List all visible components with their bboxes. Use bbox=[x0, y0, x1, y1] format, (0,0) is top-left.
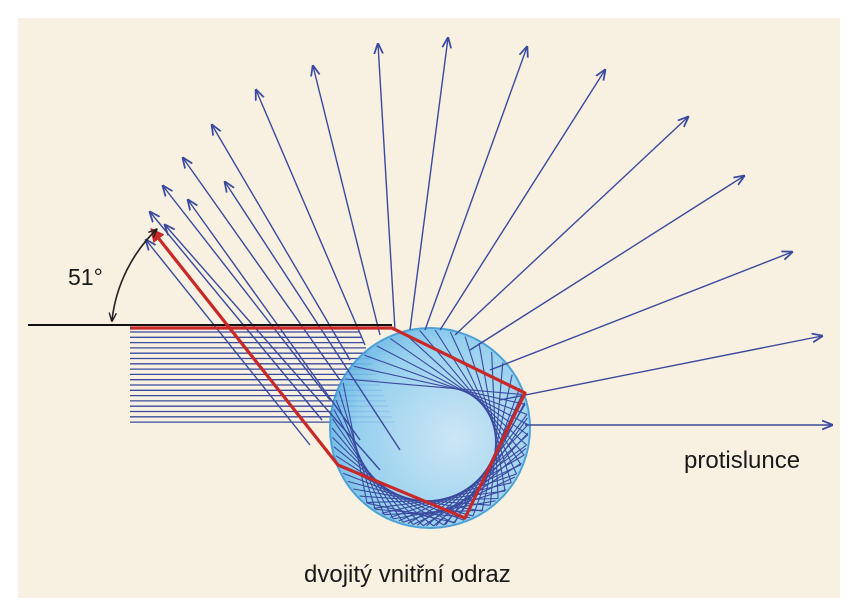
outgoing-ray bbox=[225, 182, 401, 451]
highlighted-ray-path bbox=[130, 227, 527, 520]
outgoing-ray bbox=[212, 125, 351, 361]
internal-chord bbox=[464, 336, 512, 483]
internal-chord bbox=[404, 332, 527, 446]
angle-label: 51° bbox=[68, 264, 103, 290]
internal-chord bbox=[449, 331, 518, 475]
outgoing-ray bbox=[409, 38, 448, 331]
internal-chord bbox=[333, 409, 394, 520]
internal-chord bbox=[443, 432, 529, 526]
internal-chord bbox=[353, 365, 526, 405]
angle-arc bbox=[112, 230, 156, 320]
outgoing-rays bbox=[146, 38, 832, 471]
internal-chord bbox=[331, 427, 414, 525]
internal-chord bbox=[375, 508, 470, 519]
outgoing-ray bbox=[150, 212, 323, 421]
internal-chord bbox=[376, 345, 529, 426]
internal-chord bbox=[398, 464, 522, 522]
outgoing-ray bbox=[499, 336, 822, 401]
outgoing-ray bbox=[489, 252, 792, 371]
outgoing-ray bbox=[313, 66, 381, 336]
outgoing-ray bbox=[469, 176, 744, 351]
outgoing-ray bbox=[183, 158, 341, 381]
outgoing-ray bbox=[378, 44, 396, 331]
incoming-sun-rays bbox=[130, 331, 394, 423]
outgoing-ray bbox=[146, 240, 311, 446]
diagram-caption: dvojitý vnitřní odraz bbox=[304, 561, 511, 588]
outgoing-ray bbox=[439, 70, 605, 331]
internal-chord bbox=[434, 329, 522, 466]
internal-chord bbox=[338, 391, 376, 510]
internal-chord bbox=[481, 374, 513, 512]
internal-chord bbox=[364, 354, 528, 415]
internal-chord bbox=[345, 378, 523, 396]
internal-chord bbox=[366, 502, 456, 524]
outgoing-ray bbox=[188, 200, 361, 441]
internal-chord bbox=[335, 399, 385, 515]
antisolar-direction-label: protislunce bbox=[684, 447, 800, 474]
internal-chord bbox=[331, 418, 404, 523]
internal-chord bbox=[478, 343, 506, 492]
internal-chord bbox=[389, 338, 529, 436]
outgoing-ray bbox=[165, 225, 381, 471]
internal-chord bbox=[389, 473, 517, 519]
outgoing-ray bbox=[424, 47, 527, 331]
internal-reflection-rays bbox=[331, 329, 529, 527]
internal-chord bbox=[381, 482, 512, 514]
outgoing-ray bbox=[163, 186, 331, 401]
outgoing-ray bbox=[454, 117, 688, 336]
outgoing-ray bbox=[256, 90, 366, 346]
internal-chord bbox=[342, 382, 368, 504]
internal-chord bbox=[373, 490, 506, 509]
internal-chord bbox=[402, 489, 507, 523]
